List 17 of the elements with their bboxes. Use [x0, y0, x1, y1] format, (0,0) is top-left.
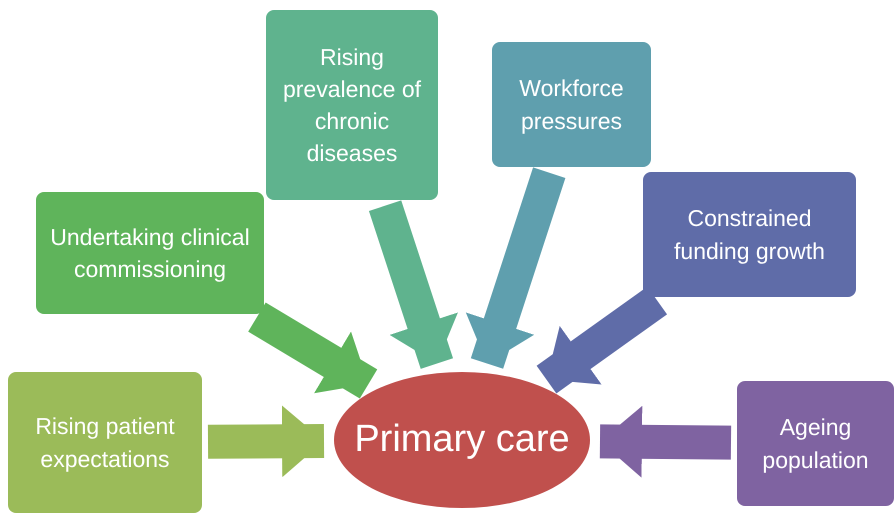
node-label: Rising patient expectations	[34, 412, 176, 474]
node-label: Workforce pressures	[518, 74, 625, 136]
rounded-box	[266, 10, 438, 200]
rounded-box	[737, 381, 894, 506]
rounded-box	[8, 372, 202, 513]
block-arrow	[600, 406, 732, 478]
node-label: Primary care	[354, 417, 570, 462]
node-label: Ageing population	[761, 413, 870, 475]
rounded-box	[36, 192, 264, 314]
block-arrow	[208, 405, 324, 478]
node-label: Rising prevalence of chronic diseases	[282, 42, 422, 168]
block-arrow	[248, 302, 378, 399]
rounded-box	[643, 172, 856, 297]
rounded-box	[492, 42, 651, 167]
node-label: Constrained funding growth	[673, 204, 826, 266]
block-arrow	[466, 167, 566, 369]
node-label: Undertaking clinical commissioning	[49, 222, 251, 284]
